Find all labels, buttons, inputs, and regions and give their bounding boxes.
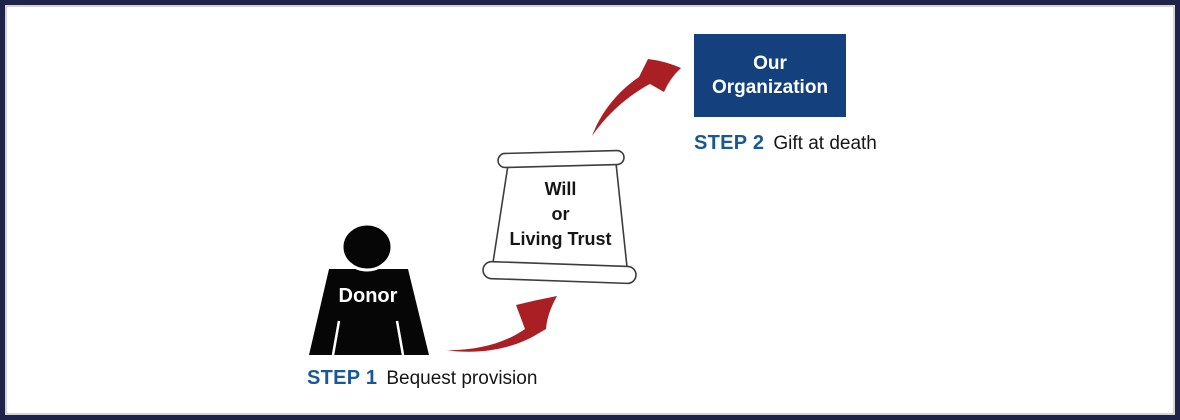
organization-label: Our Organization — [711, 52, 829, 98]
step2-number: STEP 2 — [694, 132, 765, 154]
diagram-graphics — [309, 59, 681, 356]
donor-head-shape — [340, 222, 394, 272]
step1-text: Bequest provision — [386, 368, 538, 389]
donor-person-icon — [309, 222, 429, 356]
will-or-living-trust-label: Will or Living Trust — [509, 179, 612, 249]
step1-arrow-icon — [446, 296, 557, 352]
donor-label: Donor — [338, 285, 398, 307]
organization-box: Our Organization — [694, 34, 846, 117]
donor-body-shape — [309, 269, 429, 355]
will-scroll-icon — [482, 149, 637, 285]
step2-arrow-icon — [592, 59, 681, 136]
step1-caption: STEP 1 Bequest provision — [307, 367, 537, 390]
donor-arm-gaps — [331, 320, 405, 356]
scroll-top-bar — [497, 149, 625, 169]
step2-caption: STEP 2 Gift at death — [694, 132, 877, 155]
step2-text: Gift at death — [773, 133, 877, 154]
scroll-bottom-bar — [482, 260, 637, 285]
step1-number: STEP 1 — [307, 367, 378, 389]
